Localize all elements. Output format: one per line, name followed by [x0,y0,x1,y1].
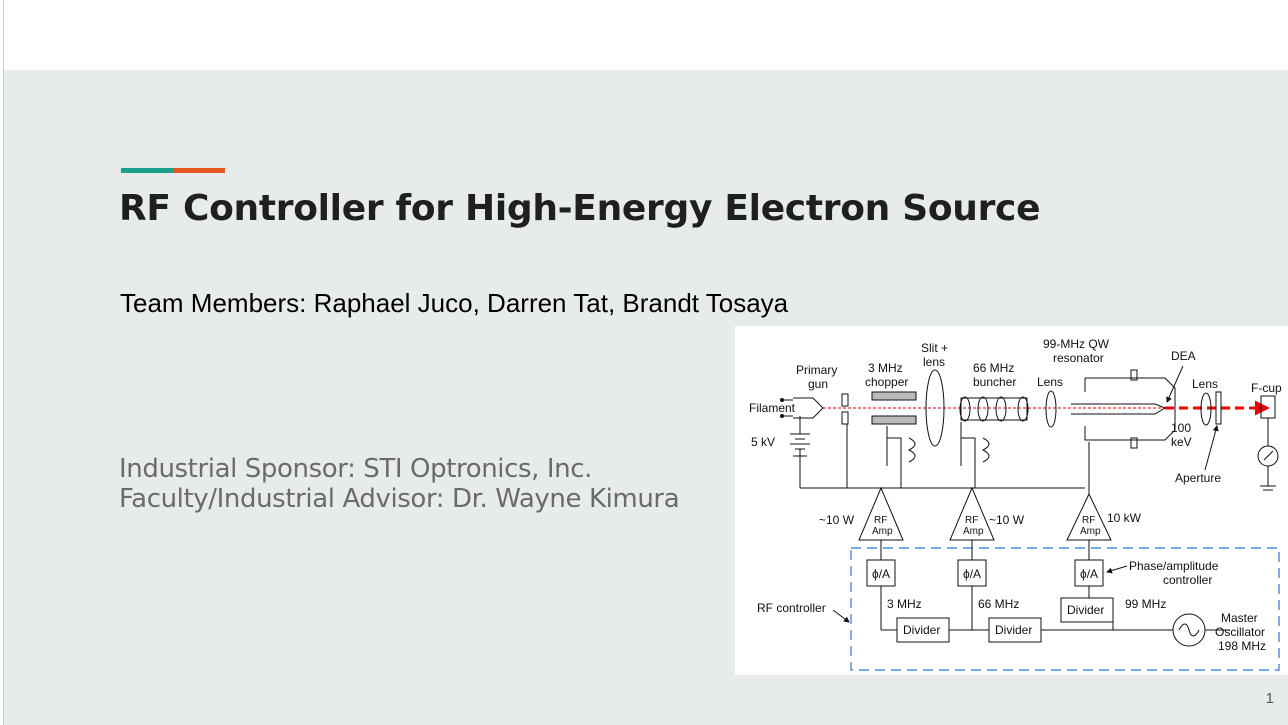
lens-1 [1045,390,1057,428]
aperture-label: Aperture [1175,471,1221,485]
freq-99mhz: 99 MHz [1125,597,1166,611]
svg-text:RF: RF [965,515,978,526]
divider-box-1 [896,617,950,643]
lens-2-label: Lens [1192,377,1218,391]
master-osc-label-2: Oscillator [1215,625,1265,639]
voltage-label: 5 kV [751,435,775,449]
slit-lens-label: Slit + [921,341,948,355]
resonator-label: 99-MHz QW [1043,337,1110,351]
phase-amp-box-1 [866,559,896,587]
freq-66mhz: 66 MHz [978,597,1019,611]
slit-lens-label-2: lens [923,355,945,369]
rf-system-diagram: Primary gun Filament 5 kV 3 MHz chopper [735,326,1288,675]
battery-icon [790,416,810,457]
amp-2-power: ~10 W [989,513,1025,527]
top-strip [0,0,1288,70]
sponsor-line: Industrial Sponsor: STI Optronics, Inc. [119,454,592,484]
slit-lens [925,369,945,447]
slide: RF Controller for High-Energy Electron S… [4,70,1288,725]
divider-2: Divider [995,623,1032,637]
master-osc-label: Master [1221,611,1258,625]
primary-gun-label: Primary [796,363,837,377]
page-number: 1 [1265,690,1274,707]
rf-system-diagram-svg: Primary gun Filament 5 kV 3 MHz chopper [749,337,1282,671]
phase-amp-3: ϕ/A [1080,567,1098,581]
kev-label: 100 [1171,421,1191,435]
svg-text:RF: RF [1082,515,1095,526]
filament-label: Filament [749,401,796,415]
title-accent-orange [173,168,225,173]
team-members: Team Members: Raphael Juco, Darren Tat, … [120,288,789,318]
buncher-label-2: buncher [973,375,1016,389]
buncher-label: 66 MHz [973,361,1014,375]
window-edge [3,0,4,725]
phase-amp-1: ϕ/A [872,567,890,581]
lens-1-label: Lens [1037,375,1063,389]
primary-gun [780,397,824,419]
divider-box-3 [1060,597,1114,623]
svg-text:Amp: Amp [872,526,893,537]
dea-label: DEA [1171,349,1196,363]
divider-3: Divider [1067,603,1104,617]
chopper-label: 3 MHz [868,361,903,375]
divider-box-2 [988,617,1042,643]
slide-title: RF Controller for High-Energy Electron S… [119,188,1041,229]
primary-gun-label-2: gun [808,377,828,391]
chopper-label-2: chopper [865,375,908,389]
phase-amp-controller-label-2: controller [1163,573,1212,587]
amp-3-power: 10 kW [1107,511,1142,525]
resonator-label-2: resonator [1053,351,1104,365]
sponsor-block: Industrial Sponsor: STI Optronics, Inc. … [119,454,680,514]
divider-1: Divider [903,623,940,637]
freq-3mhz: 3 MHz [887,597,922,611]
phase-amp-controller-label: Phase/amplitude [1129,559,1219,573]
rf-amp-1: RF Amp [858,486,904,541]
svg-text:Amp: Amp [1080,526,1101,537]
advisor-line: Faculty/Industrial Advisor: Dr. Wayne Ki… [119,484,680,514]
master-osc-label-3: 198 MHz [1218,639,1266,653]
resonator [1071,369,1176,449]
rf-amp-2: RF Amp [949,486,995,541]
phase-amp-2: ϕ/A [963,567,981,581]
svg-text:RF: RF [874,515,887,526]
kev-label-2: keV [1171,435,1192,449]
rf-controller-label: RF controller [757,601,826,615]
chopper [871,391,917,425]
title-accent-teal [121,168,173,173]
aperture [1215,391,1222,425]
amp-1-power: ~10 W [819,513,855,527]
f-cup-label: F-cup [1251,381,1282,395]
svg-text:Amp: Amp [963,526,984,537]
lens-2 [1200,392,1212,426]
rf-amp-3: RF Amp [1066,442,1112,541]
rf-controller-boundary [850,547,1280,671]
buncher [959,396,1029,422]
